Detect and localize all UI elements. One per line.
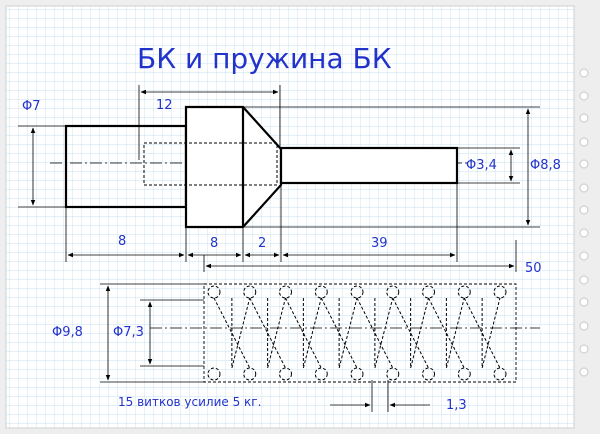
coil-section bbox=[457, 285, 471, 299]
coil-section bbox=[422, 285, 435, 299]
coil-wire bbox=[428, 297, 465, 369]
coil-section bbox=[279, 285, 292, 299]
coil-wire bbox=[410, 297, 429, 369]
spring-dimensions bbox=[100, 283, 430, 412]
coil-wire bbox=[267, 297, 286, 369]
coil-section bbox=[279, 367, 292, 381]
dim-len-39: 39 bbox=[371, 236, 388, 251]
dim-len-12: 12 bbox=[156, 98, 173, 113]
coil-section bbox=[350, 367, 364, 381]
coil-wire bbox=[231, 297, 251, 369]
coil-section bbox=[207, 285, 221, 299]
dim-spring-inner: Φ7,3 bbox=[113, 325, 144, 340]
dim-len-8-body: 8 bbox=[210, 236, 218, 251]
dim-spring-outer: Φ9,8 bbox=[52, 325, 83, 340]
spring-part bbox=[150, 283, 540, 383]
coil-section bbox=[243, 367, 257, 381]
striker-dimensions bbox=[18, 85, 540, 272]
coil-section bbox=[314, 367, 328, 381]
dim-head-diameter: Φ7 bbox=[22, 99, 41, 114]
coil-section bbox=[422, 367, 435, 381]
coil-section bbox=[314, 285, 328, 299]
drawing-title: БК и пружина БК bbox=[137, 42, 392, 75]
coil-section bbox=[386, 367, 400, 381]
firing-pin bbox=[279, 146, 459, 185]
grid bbox=[6, 6, 574, 428]
coil-wire bbox=[249, 297, 286, 369]
dim-len-8-head: 8 bbox=[118, 234, 126, 249]
spring-note: 15 витков усилие 5 кг. bbox=[118, 395, 261, 409]
dim-len-2: 2 bbox=[258, 236, 266, 251]
coil-wire bbox=[463, 297, 501, 369]
coil-section bbox=[207, 367, 221, 381]
striker-part bbox=[50, 105, 470, 229]
coil-section bbox=[493, 285, 507, 299]
coil-wire bbox=[356, 297, 394, 369]
coil-wire bbox=[392, 297, 429, 369]
coil-section bbox=[386, 285, 400, 299]
coil-wire bbox=[285, 297, 322, 369]
dim-pin-diameter: Φ3,4 bbox=[466, 158, 497, 173]
coil-wire bbox=[374, 297, 394, 369]
binder-holes bbox=[579, 68, 589, 377]
coil-section bbox=[350, 285, 364, 299]
coil-wire bbox=[481, 297, 501, 369]
coil-section bbox=[493, 367, 507, 381]
coil-wire bbox=[445, 297, 465, 369]
coil-section bbox=[243, 285, 257, 299]
coil-wire bbox=[338, 297, 358, 369]
coil-wire bbox=[213, 297, 251, 369]
coil-wire bbox=[320, 297, 358, 369]
coil-section bbox=[457, 367, 471, 381]
dim-spring-pitch: 1,3 bbox=[446, 398, 467, 413]
spring-envelope bbox=[203, 283, 517, 383]
coil-wire bbox=[302, 297, 322, 369]
hidden-bore bbox=[143, 142, 278, 186]
dim-len-50: 50 bbox=[525, 261, 542, 276]
spring-coils bbox=[207, 285, 507, 381]
dim-body-diameter: Φ8,8 bbox=[530, 158, 561, 173]
